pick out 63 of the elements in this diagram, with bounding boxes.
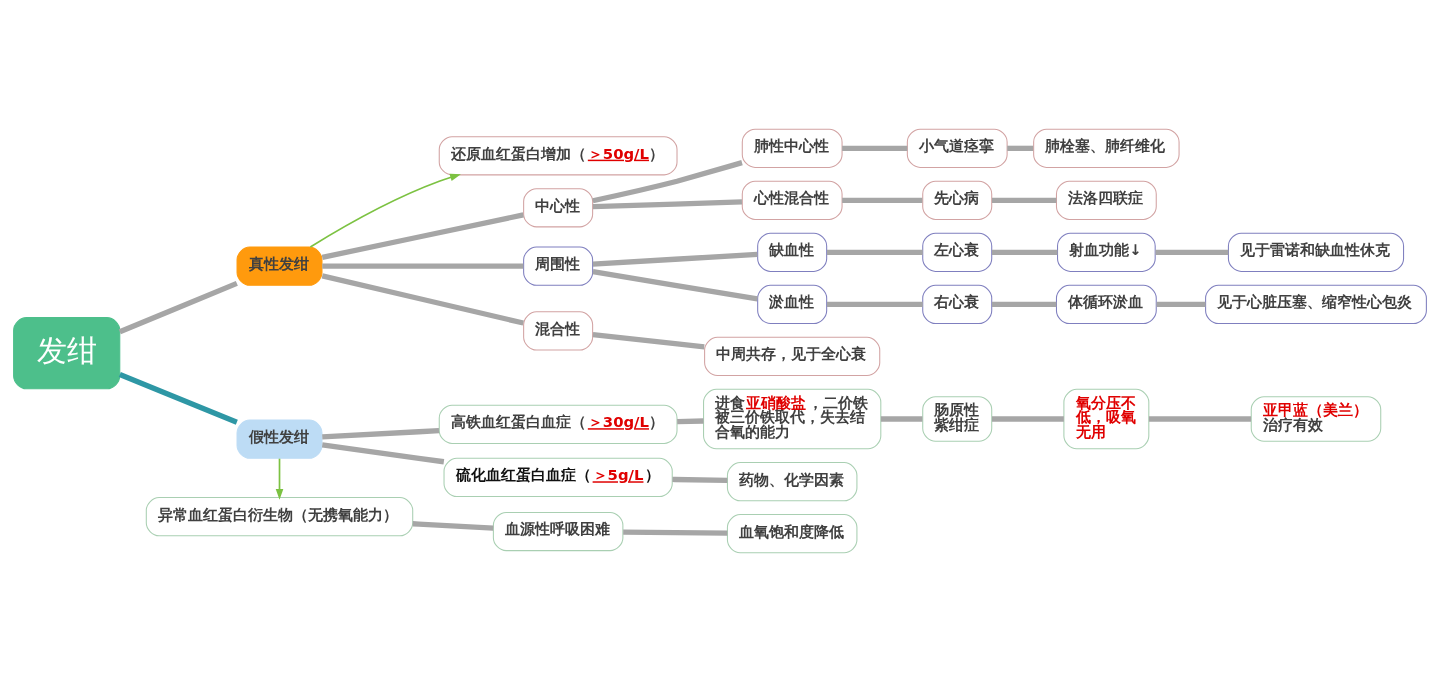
node-box: 淤血性 — [757, 284, 828, 324]
node-box: 进食亚硝酸盐，二价铁被三价铁取代，失去结合氧的能力 — [703, 388, 882, 450]
node-box: 射血功能↓ — [1057, 232, 1156, 272]
connector — [827, 301, 923, 308]
node-box: 左心衰 — [922, 232, 993, 272]
connector — [1148, 416, 1251, 422]
connector — [1155, 249, 1229, 256]
connector — [842, 197, 923, 203]
connector — [321, 442, 445, 465]
node-box: 还原血红蛋白增加（＞50g/L） — [438, 136, 678, 176]
connector — [592, 269, 758, 302]
node-box: 高铁血红蛋白血症（＞30g/L） — [438, 404, 678, 444]
connector — [118, 372, 238, 425]
node-box: 亚甲蓝（美兰）治疗有效 — [1250, 396, 1382, 442]
node-box: 体循环淤血 — [1055, 284, 1157, 324]
node-box: 周围性 — [523, 246, 594, 286]
node-box: 右心衰 — [922, 284, 993, 324]
arrow — [309, 173, 461, 248]
node-box: 先心病 — [922, 180, 993, 220]
connector — [677, 418, 704, 425]
connector — [880, 416, 923, 422]
node-box: 肠原性紫绀症 — [922, 396, 993, 442]
connector — [1007, 145, 1034, 151]
node-box: 见于心脏压塞、缩窄性心包炎 — [1205, 284, 1427, 324]
connector — [321, 273, 524, 326]
connector — [321, 212, 524, 260]
connector — [992, 197, 1057, 203]
node-box: 小气道痉挛 — [906, 128, 1008, 168]
connector — [592, 332, 705, 350]
connector — [992, 249, 1058, 256]
node-box: 中周共存，见于全心衰 — [704, 336, 881, 377]
connector — [118, 280, 238, 335]
arrow — [275, 457, 284, 500]
node-box: 药物、化学因素 — [726, 462, 858, 502]
node-box: 肺栓塞、肺纤维化 — [1033, 128, 1180, 168]
connector — [672, 476, 728, 484]
node-box: 肺性中心性 — [741, 128, 843, 168]
connector — [992, 416, 1064, 422]
connector — [992, 301, 1057, 308]
node-box: 血氧饱和度降低 — [726, 514, 858, 554]
node-box: 血源性呼吸困难 — [492, 511, 624, 552]
node-box: 硫化血红蛋白血症（＞5g/L） — [443, 457, 673, 498]
connector — [592, 199, 743, 210]
connector — [827, 249, 923, 256]
connector — [412, 521, 494, 531]
node-box: 法洛四联症 — [1055, 180, 1157, 220]
connector — [592, 160, 743, 204]
node-box: 异常血红蛋白衍生物（无携氧能力） — [145, 497, 414, 537]
node-box: 心性混合性 — [741, 180, 843, 220]
node-box: 假性发绀 — [236, 419, 323, 459]
connector — [623, 529, 728, 536]
node-box: 真性发绀 — [236, 246, 323, 286]
connector — [592, 251, 758, 267]
node-box: 发绀 — [13, 317, 121, 390]
node-box: 见于雷诺和缺血性休克 — [1227, 232, 1405, 272]
connector — [322, 263, 524, 269]
connector — [1156, 301, 1206, 308]
node-box: 缺血性 — [757, 232, 828, 272]
node-box: 氧分压不低，吸氧无用 — [1063, 388, 1150, 450]
node-box: 中心性 — [523, 188, 594, 228]
node-box: 混合性 — [523, 311, 594, 351]
connector — [842, 145, 908, 151]
connector — [322, 428, 440, 440]
